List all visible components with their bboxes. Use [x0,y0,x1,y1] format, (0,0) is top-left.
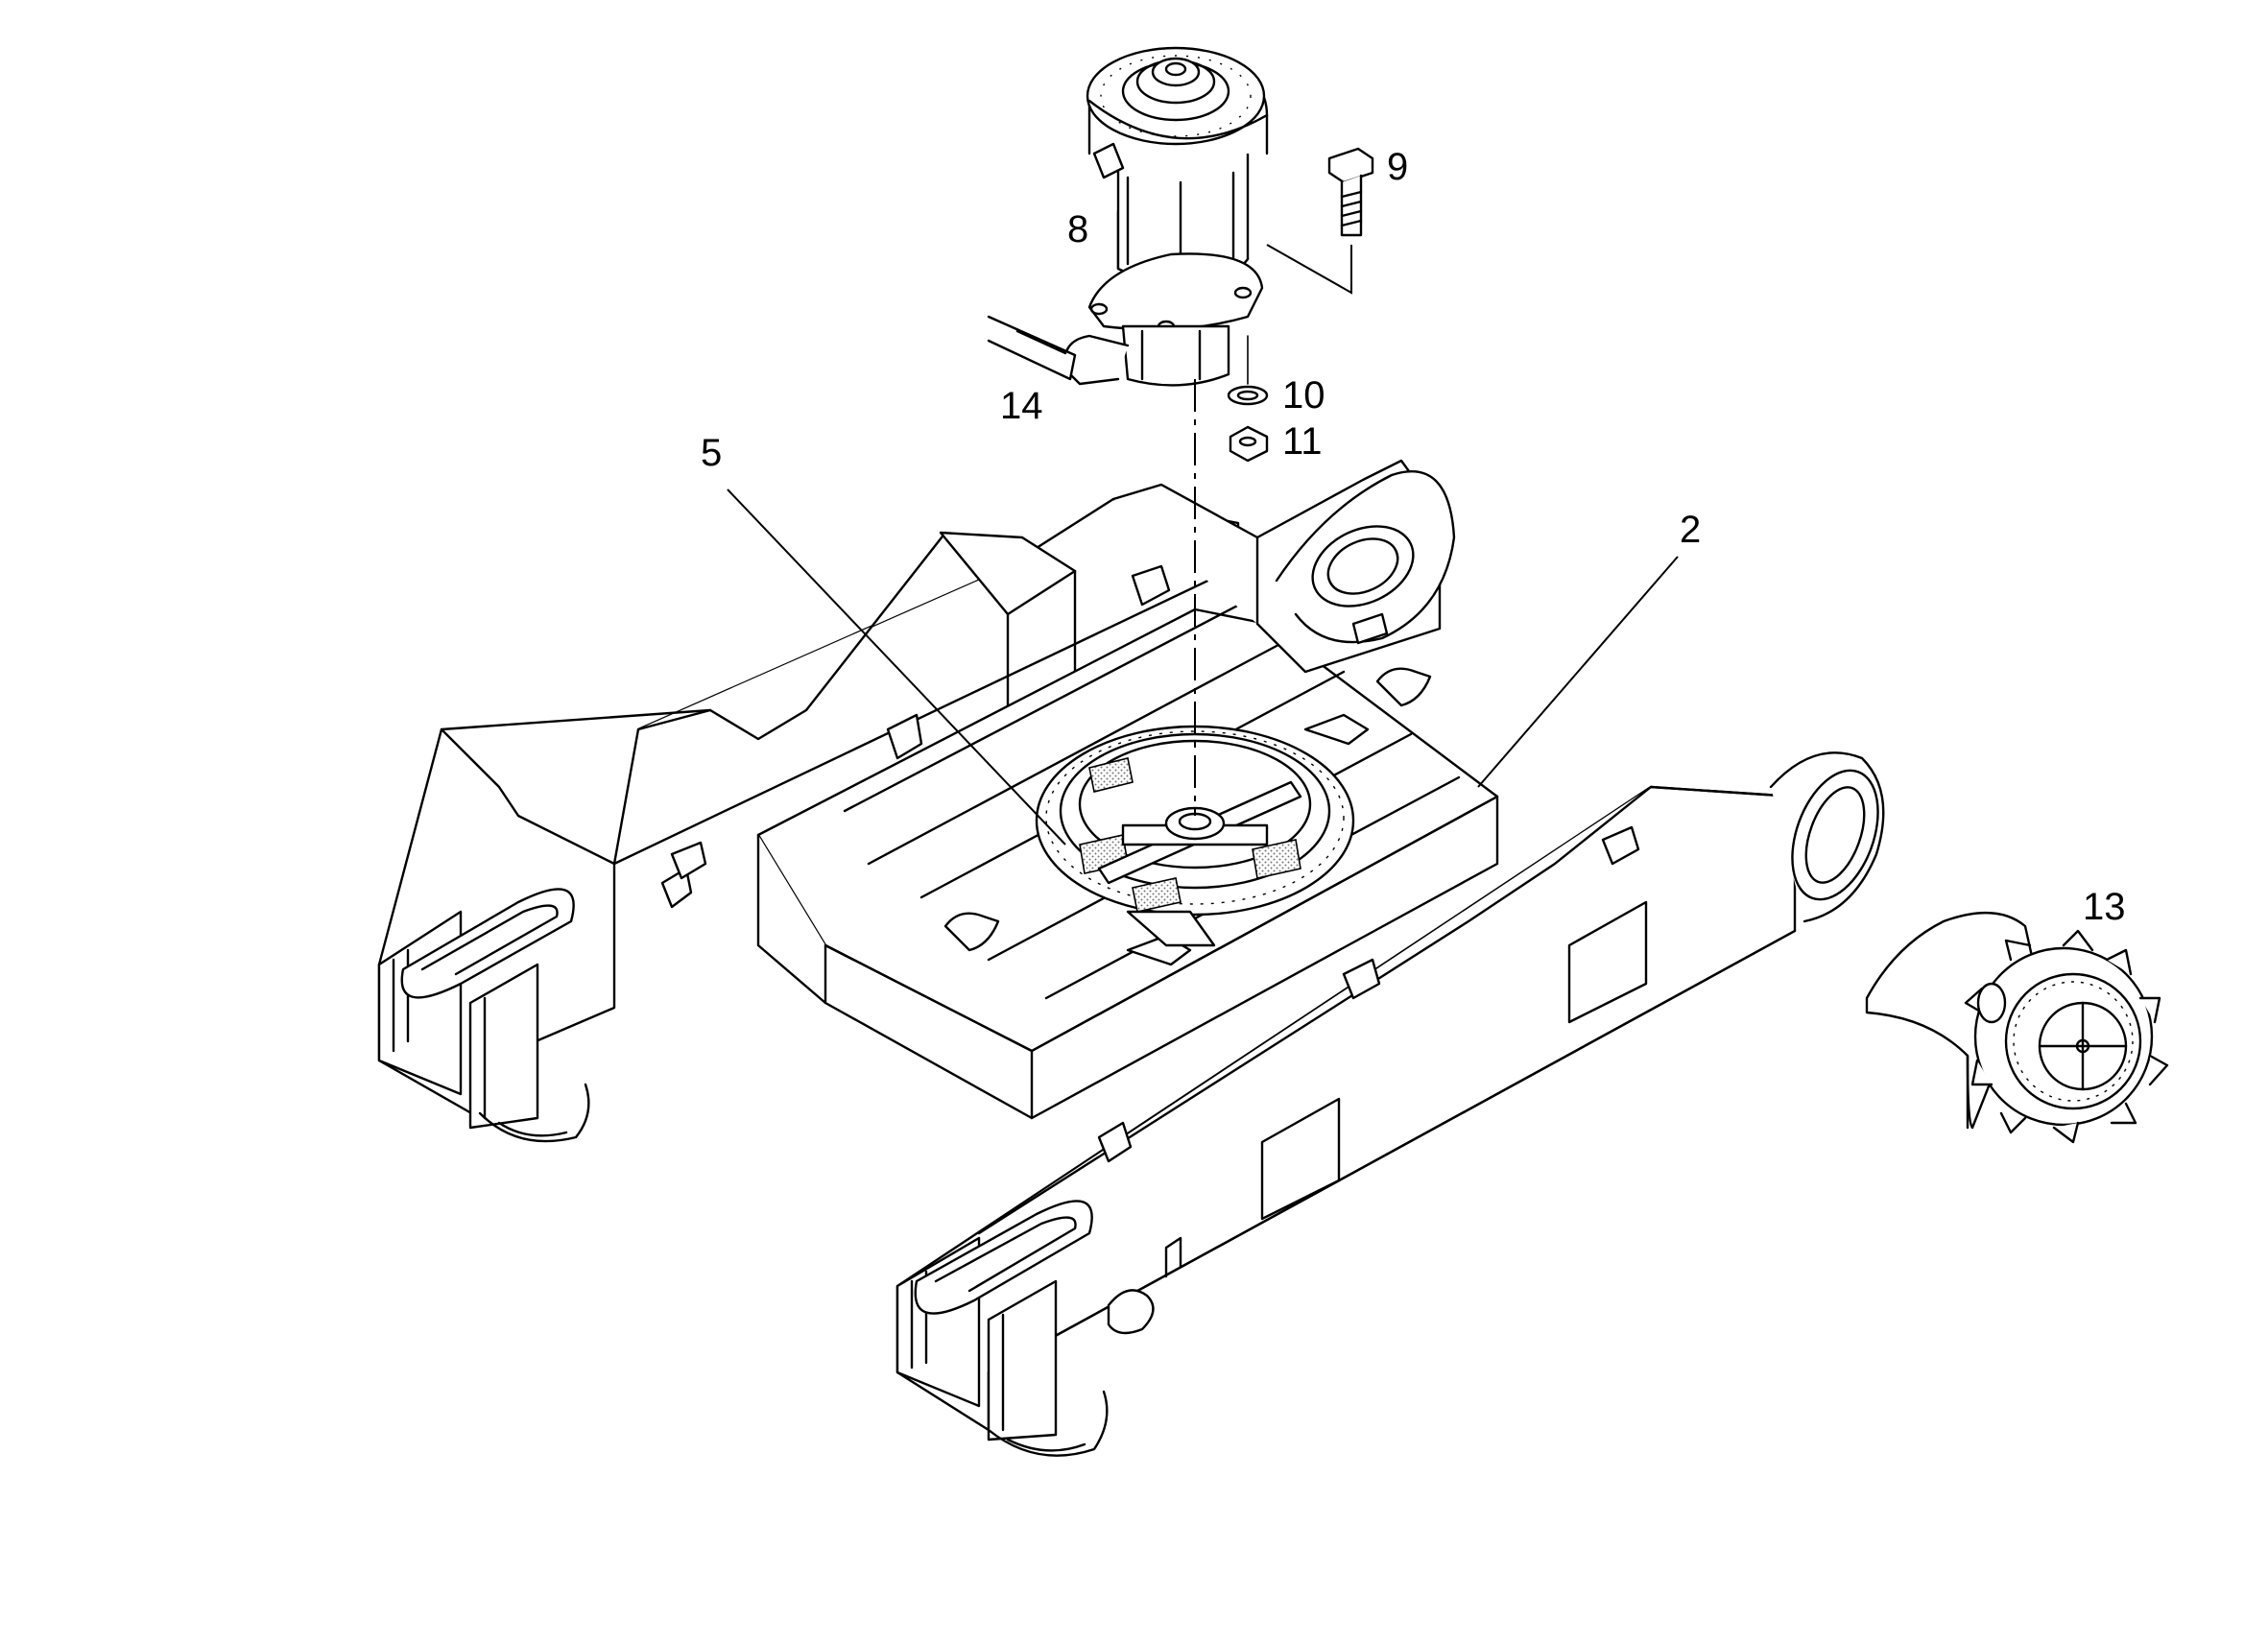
callout-14: 14 [1000,385,1043,427]
leader-lines [727,488,1679,846]
leader-5 [727,488,1066,846]
callout-5: 5 [701,432,722,474]
callout-9: 9 [1387,146,1408,188]
callout-8: 8 [1067,208,1088,250]
callout-13: 13 [2083,886,2126,928]
left-track-frame [377,497,1240,1143]
right-track-frame [895,751,1885,1457]
drive-sprocket [1865,912,2169,1144]
callout-2: 2 [1680,509,1701,551]
fasteners [1227,147,1374,463]
callout-labels: 8 9 10 11 14 5 2 13 [701,146,2126,928]
leader-2 [1477,556,1679,788]
callout-11: 11 [1282,420,1323,463]
travel-motor [987,46,1269,387]
callout-10: 10 [1282,374,1325,417]
